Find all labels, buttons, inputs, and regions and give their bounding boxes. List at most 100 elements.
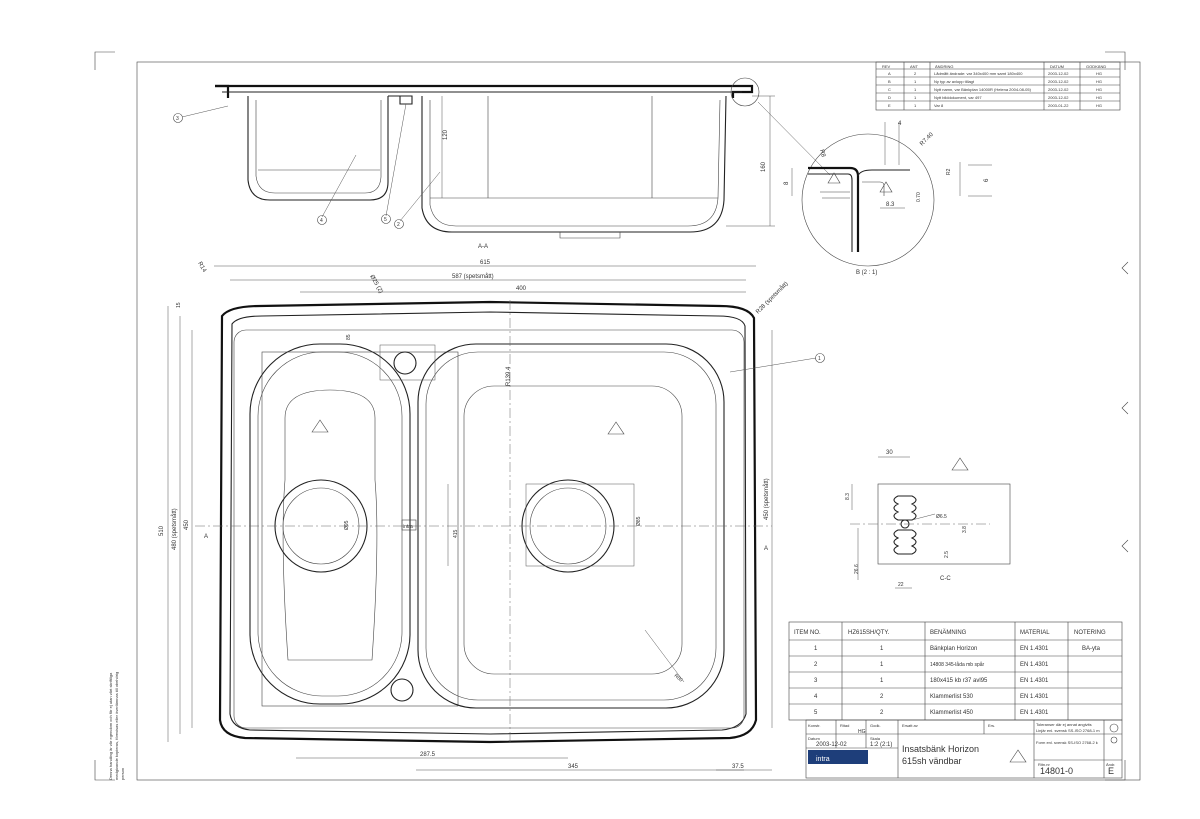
dim-r8-spets: R28 (spetsmått)	[754, 280, 789, 315]
rev-cell: 2003-12-02	[1048, 95, 1069, 100]
parts-cell: EN 1.4301	[1020, 662, 1049, 668]
tolerance-note-1: Toleranser där ej annat angivits	[1036, 722, 1092, 727]
parts-cell: 1	[814, 646, 818, 652]
rev-cell: Ny typ av avlopp tillagt	[934, 79, 975, 84]
company-logo	[808, 750, 868, 764]
side-copyright-note: Denna handling är vår egendom och får ej…	[108, 672, 125, 780]
rev-cell: 2	[914, 71, 917, 76]
dim-615: 615	[480, 260, 491, 266]
tolerance-note-3: Form enl. svensk SS-ISO 2768-2 k	[1036, 740, 1098, 745]
rev-row: C 1 Nytt namn, var Bänkplan 14000R (Hele…	[888, 87, 1102, 92]
rev-cell: Nytt bilddokument, var 497	[934, 95, 982, 100]
ritad-value: HG	[858, 729, 866, 735]
parts-header-qty: HZ615SH/QTY.	[848, 630, 890, 636]
parts-cell: 14808 345-låda mb spår	[930, 661, 985, 668]
rev-row: E 1 Var 8 2003-01-22 HG	[888, 103, 1102, 108]
dim-160: 160	[761, 161, 767, 172]
konstr-label: Konstr.	[808, 723, 820, 728]
section-marker-left: A	[204, 534, 208, 540]
rev-cell: HG	[1096, 95, 1102, 100]
dim-r14: R14	[196, 261, 207, 274]
rev-cell: E	[888, 103, 891, 108]
parts-cell: 180x415 kb r37 avl95	[930, 678, 988, 684]
dim-480: 480 (spetsmått)	[171, 508, 178, 550]
detail-b-dim-r8: R8	[818, 149, 826, 159]
rev-cell: HG	[1096, 87, 1102, 92]
dim-120: 120	[443, 129, 449, 140]
parts-cell: 4	[814, 694, 818, 700]
rev-cell: HG	[1096, 71, 1102, 76]
dim-d85: Ø85	[636, 516, 642, 526]
title-block: Konstr. Ritad Godk. Ersatt av Ers. HG Da…	[805, 719, 1123, 779]
parts-cell: 2	[880, 710, 884, 716]
parts-list-table: ITEM NO. HZ615SH/QTY. BENÄMNING MATERIAL…	[788, 621, 1123, 721]
rev-cell: 1	[914, 79, 917, 84]
balloon-2-top: 2	[397, 222, 400, 228]
rev-header-ant: ANT	[910, 64, 919, 69]
rev-cell: 1	[914, 95, 917, 100]
dim-r139: R139.4	[506, 366, 512, 386]
parts-row: 1 1 Bänkplan Horizon EN 1.4301 BA-yta	[814, 646, 1101, 652]
parts-header-item: ITEM NO.	[794, 630, 821, 636]
rev-header-date: DATUM	[1050, 64, 1064, 69]
rev-cell: 1	[914, 103, 917, 108]
parts-cell: 2	[814, 662, 818, 668]
dim-345: 345	[568, 764, 579, 770]
section-marker-right: A	[764, 546, 768, 552]
rev-cell: B	[888, 79, 891, 84]
skala-label: Skala	[870, 736, 881, 741]
balloon-5-top: 5	[384, 217, 387, 223]
detail-b-dim-83: 8.3	[886, 202, 895, 208]
dim-415: 415	[453, 529, 459, 538]
parts-row: 2 1 14808 345-låda mb spår EN 1.4301	[814, 661, 1049, 668]
parts-header-note: NOTERING	[1074, 630, 1106, 636]
parts-row: 3 1 180x415 kb r37 avl95 EN 1.4301	[814, 678, 1049, 684]
scale-value: 1:2 (2:1)	[870, 742, 892, 748]
parts-cell: 3	[814, 678, 818, 684]
tolerance-note-2: Linjär enl. svensk SS-ISO 2768-1 m	[1036, 728, 1100, 733]
balloon-3-top: 3	[176, 116, 179, 122]
side-note-line-2: medgivande kopieras, förevisas eller öve…	[114, 672, 119, 780]
detail-b-dim-6: 6	[984, 178, 990, 182]
rev-cell: 2003-12-02	[1048, 87, 1069, 92]
detail-b-dim-r2: R2	[946, 168, 952, 175]
andr-label: Ändr.	[1106, 762, 1115, 767]
parts-cell: Bänkplan Horizon	[930, 646, 977, 652]
dim-510: 510	[159, 525, 165, 536]
detail-b-label: B (2 : 1)	[856, 270, 877, 276]
rev-cell: HG	[1096, 103, 1102, 108]
parts-header-material: MATERIAL	[1020, 630, 1050, 636]
rev-cell: 2003-01-22	[1048, 103, 1069, 108]
parts-cell: EN 1.4301	[1020, 678, 1049, 684]
detail-b-dim-8: 8	[784, 181, 790, 185]
ritn-label: Ritn.nr	[1038, 762, 1050, 767]
rev-cell: Nytt namn, var Bänkplan 14000R (Helena 2…	[934, 87, 1032, 92]
cc-dim-22: 22	[898, 582, 904, 588]
dim-25: Ø25 (2)	[368, 274, 383, 295]
drawing-number: 14801-0	[1040, 766, 1073, 776]
section-a-a-view: 120 160 A-A 3 4 5 2	[173, 77, 831, 250]
cc-dim-30: 30	[886, 450, 893, 456]
plan-view: 615 587 (spetsmått) 400 R14 R28 (spetsmå…	[159, 260, 825, 771]
sheet-frame	[94, 51, 1141, 781]
cc-dim-83: 8.3	[845, 493, 851, 500]
rev-row: A 2 Lådmått ändrade: var 340x400 mm samt…	[888, 71, 1102, 76]
rev-cell: Var 8	[934, 103, 944, 108]
parts-header-name: BENÄMNING	[930, 629, 967, 636]
detail-b-view: 4 R7.40 R8 8 R2 6 0.70 8.3 B (2 : 1)	[784, 121, 992, 276]
ers-label: Ers.	[988, 723, 995, 728]
parts-row: 4 2 Klammerlist 530 EN 1.4301	[814, 694, 1049, 700]
detail-b-dim-4: 4	[898, 121, 902, 127]
parts-cell: 5	[814, 710, 818, 716]
rev-cell: HG	[1096, 79, 1102, 84]
detail-b-dim-070: 0.70	[916, 192, 922, 202]
parts-cell: 1	[880, 662, 884, 668]
ersatt-av-label: Ersatt av	[902, 723, 918, 728]
drawing-title-line2: 615sh vändbar	[902, 756, 962, 766]
parts-cell: 2	[880, 694, 884, 700]
side-note-line-1: Denna handling är vår egendom och får ej…	[108, 672, 113, 780]
rev-header-change: ÄNDRING	[935, 64, 953, 69]
cc-label: C-C	[940, 576, 951, 582]
dim-2875: 287.5	[420, 752, 436, 758]
